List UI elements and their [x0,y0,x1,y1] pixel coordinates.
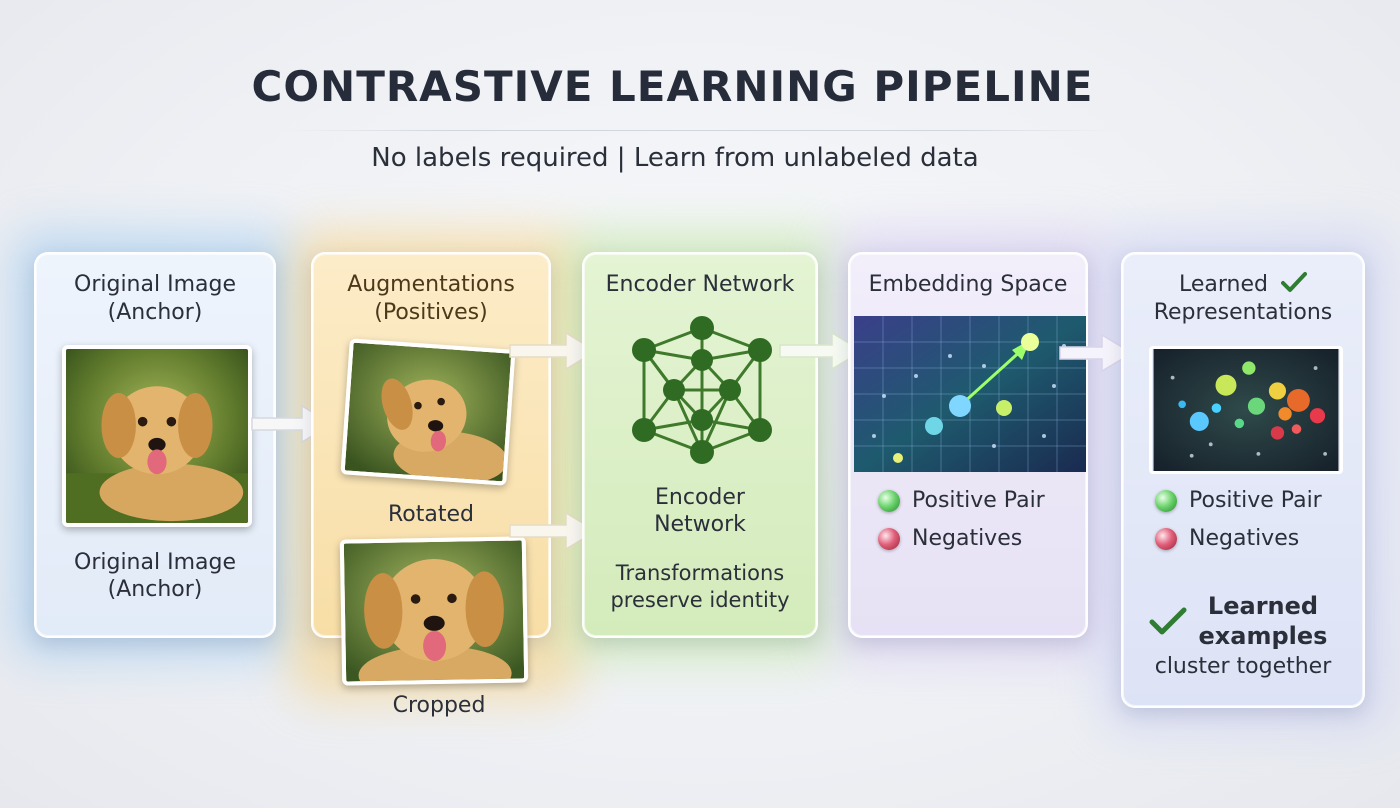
encoder-label-line2: Network [584,511,816,538]
clustered-embedding-plot [1149,346,1343,474]
encoder-network-panel: Encoder Network Encoder Network Tra [582,252,818,638]
learned-legend-negative: Negatives [1155,526,1299,551]
embedding-space-panel: Embedding Space Pos [848,252,1088,638]
checkmark-icon [1281,271,1307,293]
encoder-note-line2: preserve identity [584,587,816,614]
red-dot-icon [1155,528,1177,550]
learned-title-line2: Representations [1123,299,1363,327]
embedding-legend-negative-label: Negatives [912,526,1022,551]
anchor-dog-photo [62,345,252,527]
embedding-legend-positive-label: Positive Pair [912,488,1045,513]
page-title: CONTRASTIVE LEARNING PIPELINE [0,62,1345,111]
learned-title-line1-text: Learned [1179,272,1268,297]
learned-note-line2: examples [1183,621,1343,651]
encoder-label-line1: Encoder [584,484,816,511]
encoder-note-line1: Transformations [584,560,816,587]
title-divider [285,130,1115,131]
learned-title-line1: Learned [1123,271,1363,299]
learned-legend-negative-label: Negatives [1189,526,1299,551]
learned-note-line3: cluster together [1123,653,1363,680]
original-caption-line1: Original Image [36,549,274,576]
embedding-title: Embedding Space [850,271,1086,299]
learned-note-line1: Learned [1193,591,1333,621]
green-dot-icon [1155,490,1177,512]
page-subtitle: No labels required | Learn from unlabele… [0,143,1350,173]
red-dot-icon [878,528,900,550]
learned-legend-positive: Positive Pair [1155,488,1322,513]
encoder-title: Encoder Network [584,271,816,299]
green-dot-icon [878,490,900,512]
original-title-line1: Original Image [36,271,274,299]
rotated-dog-photo [340,338,515,485]
embedding-legend-negative: Negatives [878,526,1022,551]
neural-network-icon [622,310,782,470]
learned-representations-panel: Learned Representations Positive [1121,252,1365,708]
augmentations-title-line2: (Positives) [313,299,549,327]
cropped-label: Cropped [311,692,567,719]
original-image-panel: Original Image (Anchor) Original Image (… [34,252,276,638]
original-caption-line2: (Anchor) [36,576,274,603]
original-title-line2: (Anchor) [36,299,274,327]
checkmark-icon [1149,606,1187,636]
embedding-legend-positive: Positive Pair [878,488,1045,513]
embedding-grid-plot [854,316,1086,472]
augmentations-title-line1: Augmentations [313,271,549,299]
cropped-dog-photo [340,536,529,685]
learned-legend-positive-label: Positive Pair [1189,488,1322,513]
